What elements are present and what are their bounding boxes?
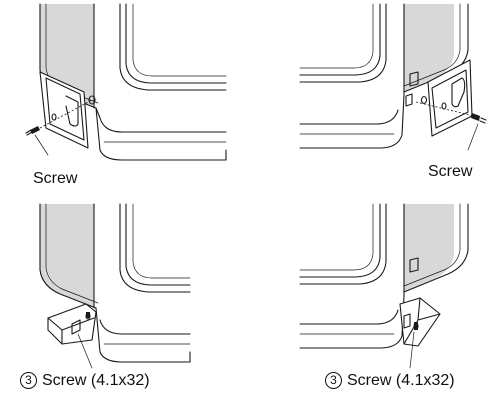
part-number-badge: 3 [20, 372, 37, 389]
screw-icon [85, 312, 91, 320]
leader-line [467, 123, 479, 151]
cover-plate-top-left [39, 71, 89, 149]
screw-icon [25, 126, 40, 136]
unit-corner-bottom-right [299, 203, 469, 349]
screw-label-top-left: Screw [33, 170, 78, 187]
screw-icon [471, 113, 487, 124]
unit-corner-bottom-left [39, 203, 191, 363]
screw-label-top-right: Screw [428, 163, 473, 180]
leader-line [409, 331, 415, 369]
leader-line [77, 333, 93, 369]
screw-icon [413, 322, 419, 330]
part-number-badge: 3 [325, 372, 342, 389]
unit-corner-top-right [299, 3, 469, 149]
screw-hole-top-right [415, 95, 475, 117]
mounting-bracket-bottom-left [47, 303, 97, 345]
leader-line [34, 134, 49, 156]
screw-hole-top-left [39, 95, 96, 129]
mounting-bracket-bottom-right [399, 297, 441, 347]
